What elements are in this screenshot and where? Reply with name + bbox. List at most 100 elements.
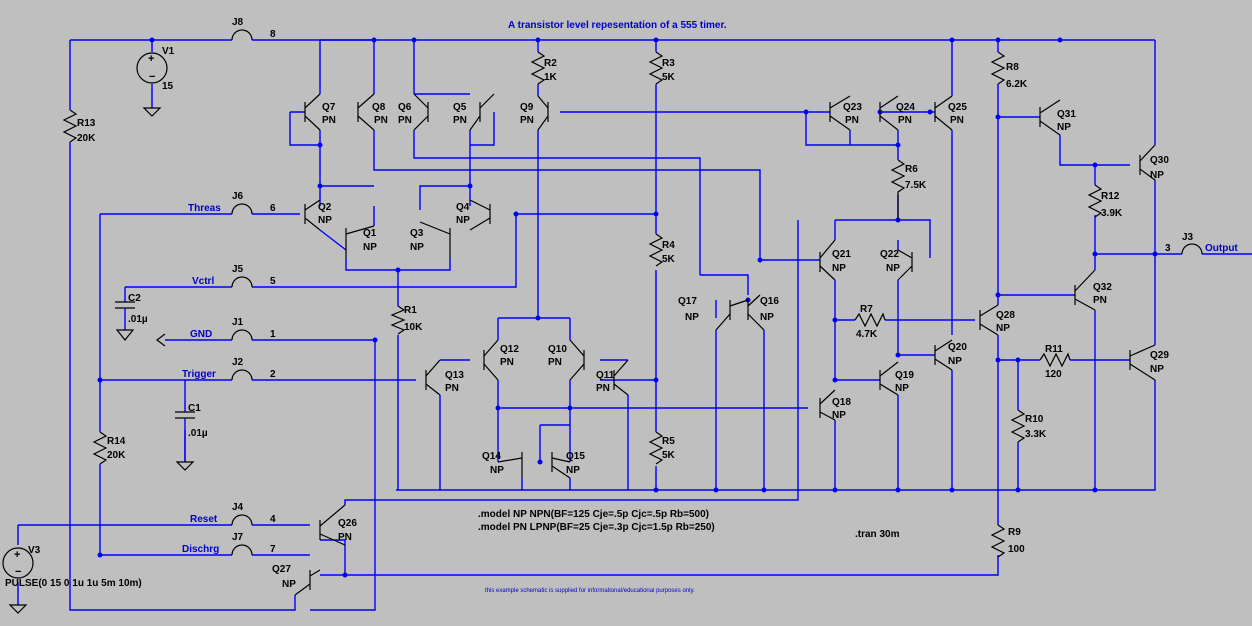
resistor-r3[interactable]: [648, 51, 664, 85]
transistor-q18[interactable]: [819, 389, 836, 421]
resistor-r1[interactable]: [390, 305, 406, 335]
j7-id: J7: [232, 532, 244, 543]
q31-name: Q31: [1057, 109, 1076, 120]
jumper-j7[interactable]: [231, 544, 253, 556]
v1-value: 15: [162, 81, 174, 92]
q21-model: NP: [832, 263, 846, 274]
r7-name: R7: [860, 304, 873, 315]
transistor-q22[interactable]: [897, 249, 913, 281]
q7-name: Q7: [322, 102, 336, 113]
q23-model: PN: [845, 115, 859, 126]
resistor-r8[interactable]: [990, 51, 1006, 85]
r9-name: R9: [1008, 527, 1021, 538]
q22-model: NP: [886, 263, 900, 274]
resistor-r10[interactable]: [1010, 409, 1026, 443]
transistor-q9[interactable]: [537, 95, 549, 131]
j5-pin: 5: [270, 276, 276, 287]
q18-model: NP: [832, 410, 846, 421]
transistor-q7[interactable]: [304, 93, 321, 131]
j7-pin: 7: [270, 544, 276, 555]
q29-model: NP: [1150, 364, 1164, 375]
jumper-j4[interactable]: [231, 514, 253, 526]
c2-name: C2: [128, 293, 141, 304]
q2-model: NP: [318, 215, 332, 226]
transistor-q25[interactable]: [934, 95, 953, 131]
capacitor-c2[interactable]: [115, 301, 135, 341]
q13-name: Q13: [445, 370, 464, 381]
transistor-q14[interactable]: [497, 452, 523, 478]
q32-name: Q32: [1093, 282, 1112, 293]
r12-value: 3.9K: [1101, 208, 1123, 219]
r8-value: 6.2K: [1006, 79, 1028, 90]
r7-value: 4.7K: [856, 329, 878, 340]
resistor-r2[interactable]: [530, 51, 546, 85]
q19-name: Q19: [895, 370, 914, 381]
resistor-r11[interactable]: [1039, 352, 1071, 368]
transistor-q8[interactable]: [357, 93, 375, 131]
transistor-q5[interactable]: [469, 93, 495, 131]
resistor-r13[interactable]: [62, 109, 78, 143]
r2-value: 1K: [544, 72, 558, 83]
q6-model: PN: [398, 115, 412, 126]
q4-name: Q4: [456, 202, 470, 213]
j1-pin: 1: [270, 329, 276, 340]
transistor-q2[interactable]: [304, 199, 321, 231]
jumper-j2[interactable]: [231, 369, 253, 381]
transistor-q13[interactable]: [425, 359, 441, 396]
svg-text:+: +: [14, 549, 20, 561]
capacitor-c1[interactable]: [175, 411, 195, 471]
jumper-j6[interactable]: [231, 203, 253, 215]
transistor-q10[interactable]: [569, 339, 585, 381]
j2-net: Trigger: [182, 369, 216, 380]
transistor-q4[interactable]: [469, 199, 491, 231]
q15-model: NP: [566, 465, 580, 476]
transistor-q17[interactable]: [715, 299, 749, 331]
transistor-q28[interactable]: [979, 304, 999, 336]
transistor-q6[interactable]: [413, 93, 429, 131]
resistor-r6[interactable]: [890, 159, 906, 220]
resistor-r7[interactable]: [854, 312, 886, 328]
transistor-q19[interactable]: [879, 361, 899, 396]
transistor-q24[interactable]: [879, 95, 899, 131]
r1-value: 10K: [404, 322, 423, 333]
resistor-r9[interactable]: [990, 524, 1006, 558]
j6-net: Threas: [188, 203, 221, 214]
transistor-q11[interactable]: [613, 359, 629, 396]
r5-name: R5: [662, 436, 675, 447]
transistor-q23[interactable]: [829, 95, 851, 131]
j5-id: J5: [232, 264, 244, 275]
q1-name: Q1: [363, 228, 377, 239]
transistor-q30[interactable]: [1139, 144, 1156, 181]
q4-model: NP: [456, 215, 470, 226]
q3-model: NP: [410, 242, 424, 253]
source-v3[interactable]: + −: [2, 547, 34, 614]
transistor-q29[interactable]: [1129, 344, 1156, 381]
transistor-q15[interactable]: [551, 452, 571, 479]
transistor-q26[interactable]: [319, 504, 346, 546]
transistor-q1[interactable]: [345, 225, 375, 258]
transistor-q31[interactable]: [1039, 99, 1061, 136]
source-v1[interactable]: + −: [136, 52, 168, 117]
transistor-q3[interactable]: [419, 221, 451, 258]
transistor-q27[interactable]: [294, 569, 321, 596]
j4-pin: 4: [270, 514, 276, 525]
transistor-q32[interactable]: [1074, 269, 1096, 311]
jumper-j3[interactable]: [1181, 243, 1203, 255]
transistor-q21[interactable]: [819, 239, 836, 281]
resistor-r4[interactable]: [648, 233, 664, 267]
resistor-r12[interactable]: [1087, 184, 1103, 218]
transistor-q12[interactable]: [483, 339, 499, 381]
jumper-j8[interactable]: [231, 29, 253, 41]
resistor-r14[interactable]: [92, 431, 108, 465]
q14-name: Q14: [482, 451, 501, 462]
jumper-j1[interactable]: [231, 329, 253, 341]
transistor-q16[interactable]: [747, 294, 765, 331]
q13-model: PN: [445, 383, 459, 394]
resistor-r5[interactable]: [648, 431, 664, 465]
jumper-j5[interactable]: [231, 276, 253, 288]
q7-model: PN: [322, 115, 336, 126]
r4-name: R4: [662, 240, 675, 251]
r5-value: 5K: [662, 450, 676, 461]
transistor-q20[interactable]: [934, 339, 953, 371]
